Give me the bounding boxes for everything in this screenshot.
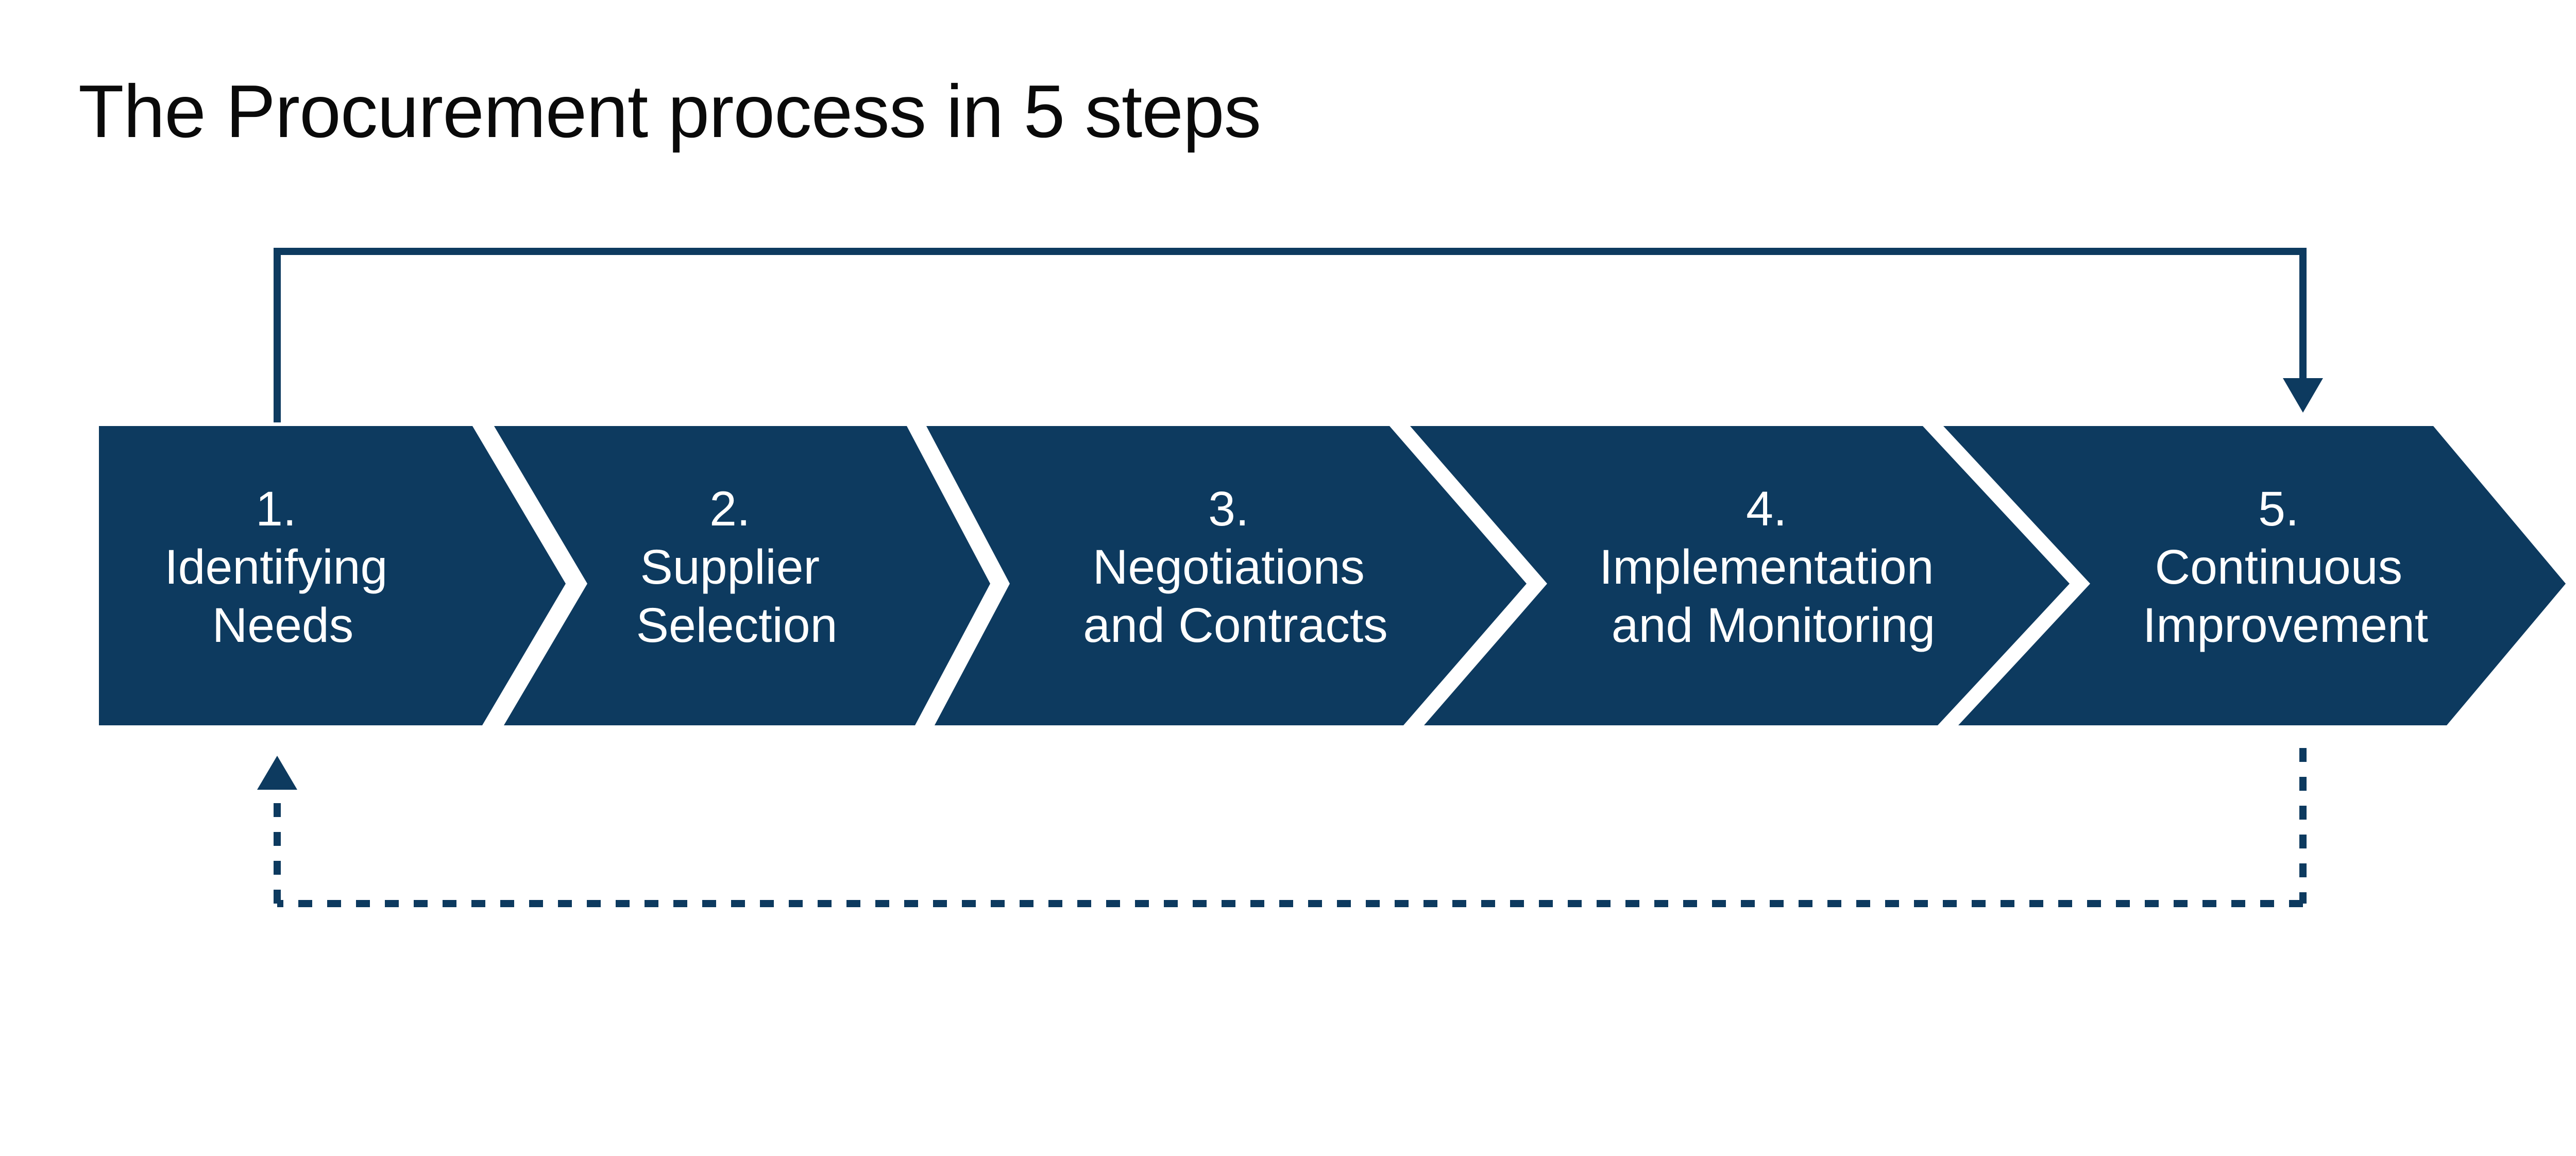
step-1-number: 1. bbox=[256, 482, 296, 536]
step-3-number: 3. bbox=[1208, 482, 1249, 536]
step-5-chevron bbox=[1943, 426, 2566, 725]
step-5-line2: Continuous bbox=[2155, 540, 2402, 594]
chevron-band bbox=[99, 426, 2566, 725]
step-4-line2: Implementation bbox=[1599, 540, 1934, 594]
page-title: The Procurement process in 5 steps bbox=[78, 70, 1261, 153]
step-2-chevron bbox=[494, 426, 990, 725]
step-2-line3: Selection bbox=[636, 598, 838, 653]
step-1-line3: Needs bbox=[212, 598, 354, 653]
forward-loop-line bbox=[274, 248, 2307, 422]
step-4-label: 4. Implementation and Monitoring bbox=[1599, 482, 1947, 653]
step-1-chevron bbox=[99, 426, 566, 725]
step-3-chevron bbox=[926, 426, 1527, 725]
step-1-label: 1. Identifying Needs bbox=[164, 482, 401, 653]
step-2-label: 2. Supplier Selection bbox=[636, 482, 838, 653]
step-labels: 1. Identifying Needs 2. Supplier Selecti… bbox=[164, 482, 2428, 653]
feedback-loop-connector bbox=[257, 748, 2307, 907]
forward-loop-connector bbox=[274, 248, 2323, 422]
step-4-line3: and Monitoring bbox=[1612, 598, 1935, 653]
step-2-line2: Supplier bbox=[640, 540, 820, 594]
step-1-line2: Identifying bbox=[164, 540, 387, 594]
step-3-line2: Negotiations bbox=[1093, 540, 1365, 594]
step-5-number: 5. bbox=[2258, 482, 2299, 536]
step-5-line3: Improvement bbox=[2143, 598, 2428, 653]
forward-loop-arrowhead-icon bbox=[2283, 378, 2323, 413]
step-2-number: 2. bbox=[709, 482, 750, 536]
feedback-loop-arrowhead-icon bbox=[257, 756, 297, 790]
step-4-chevron bbox=[1410, 426, 2070, 725]
step-3-label: 3. Negotiations and Contracts bbox=[1083, 482, 1387, 653]
step-3-line3: and Contracts bbox=[1083, 598, 1387, 653]
step-4-number: 4. bbox=[1746, 482, 1787, 536]
step-5-label: 5. Continuous Improvement bbox=[2143, 482, 2428, 653]
